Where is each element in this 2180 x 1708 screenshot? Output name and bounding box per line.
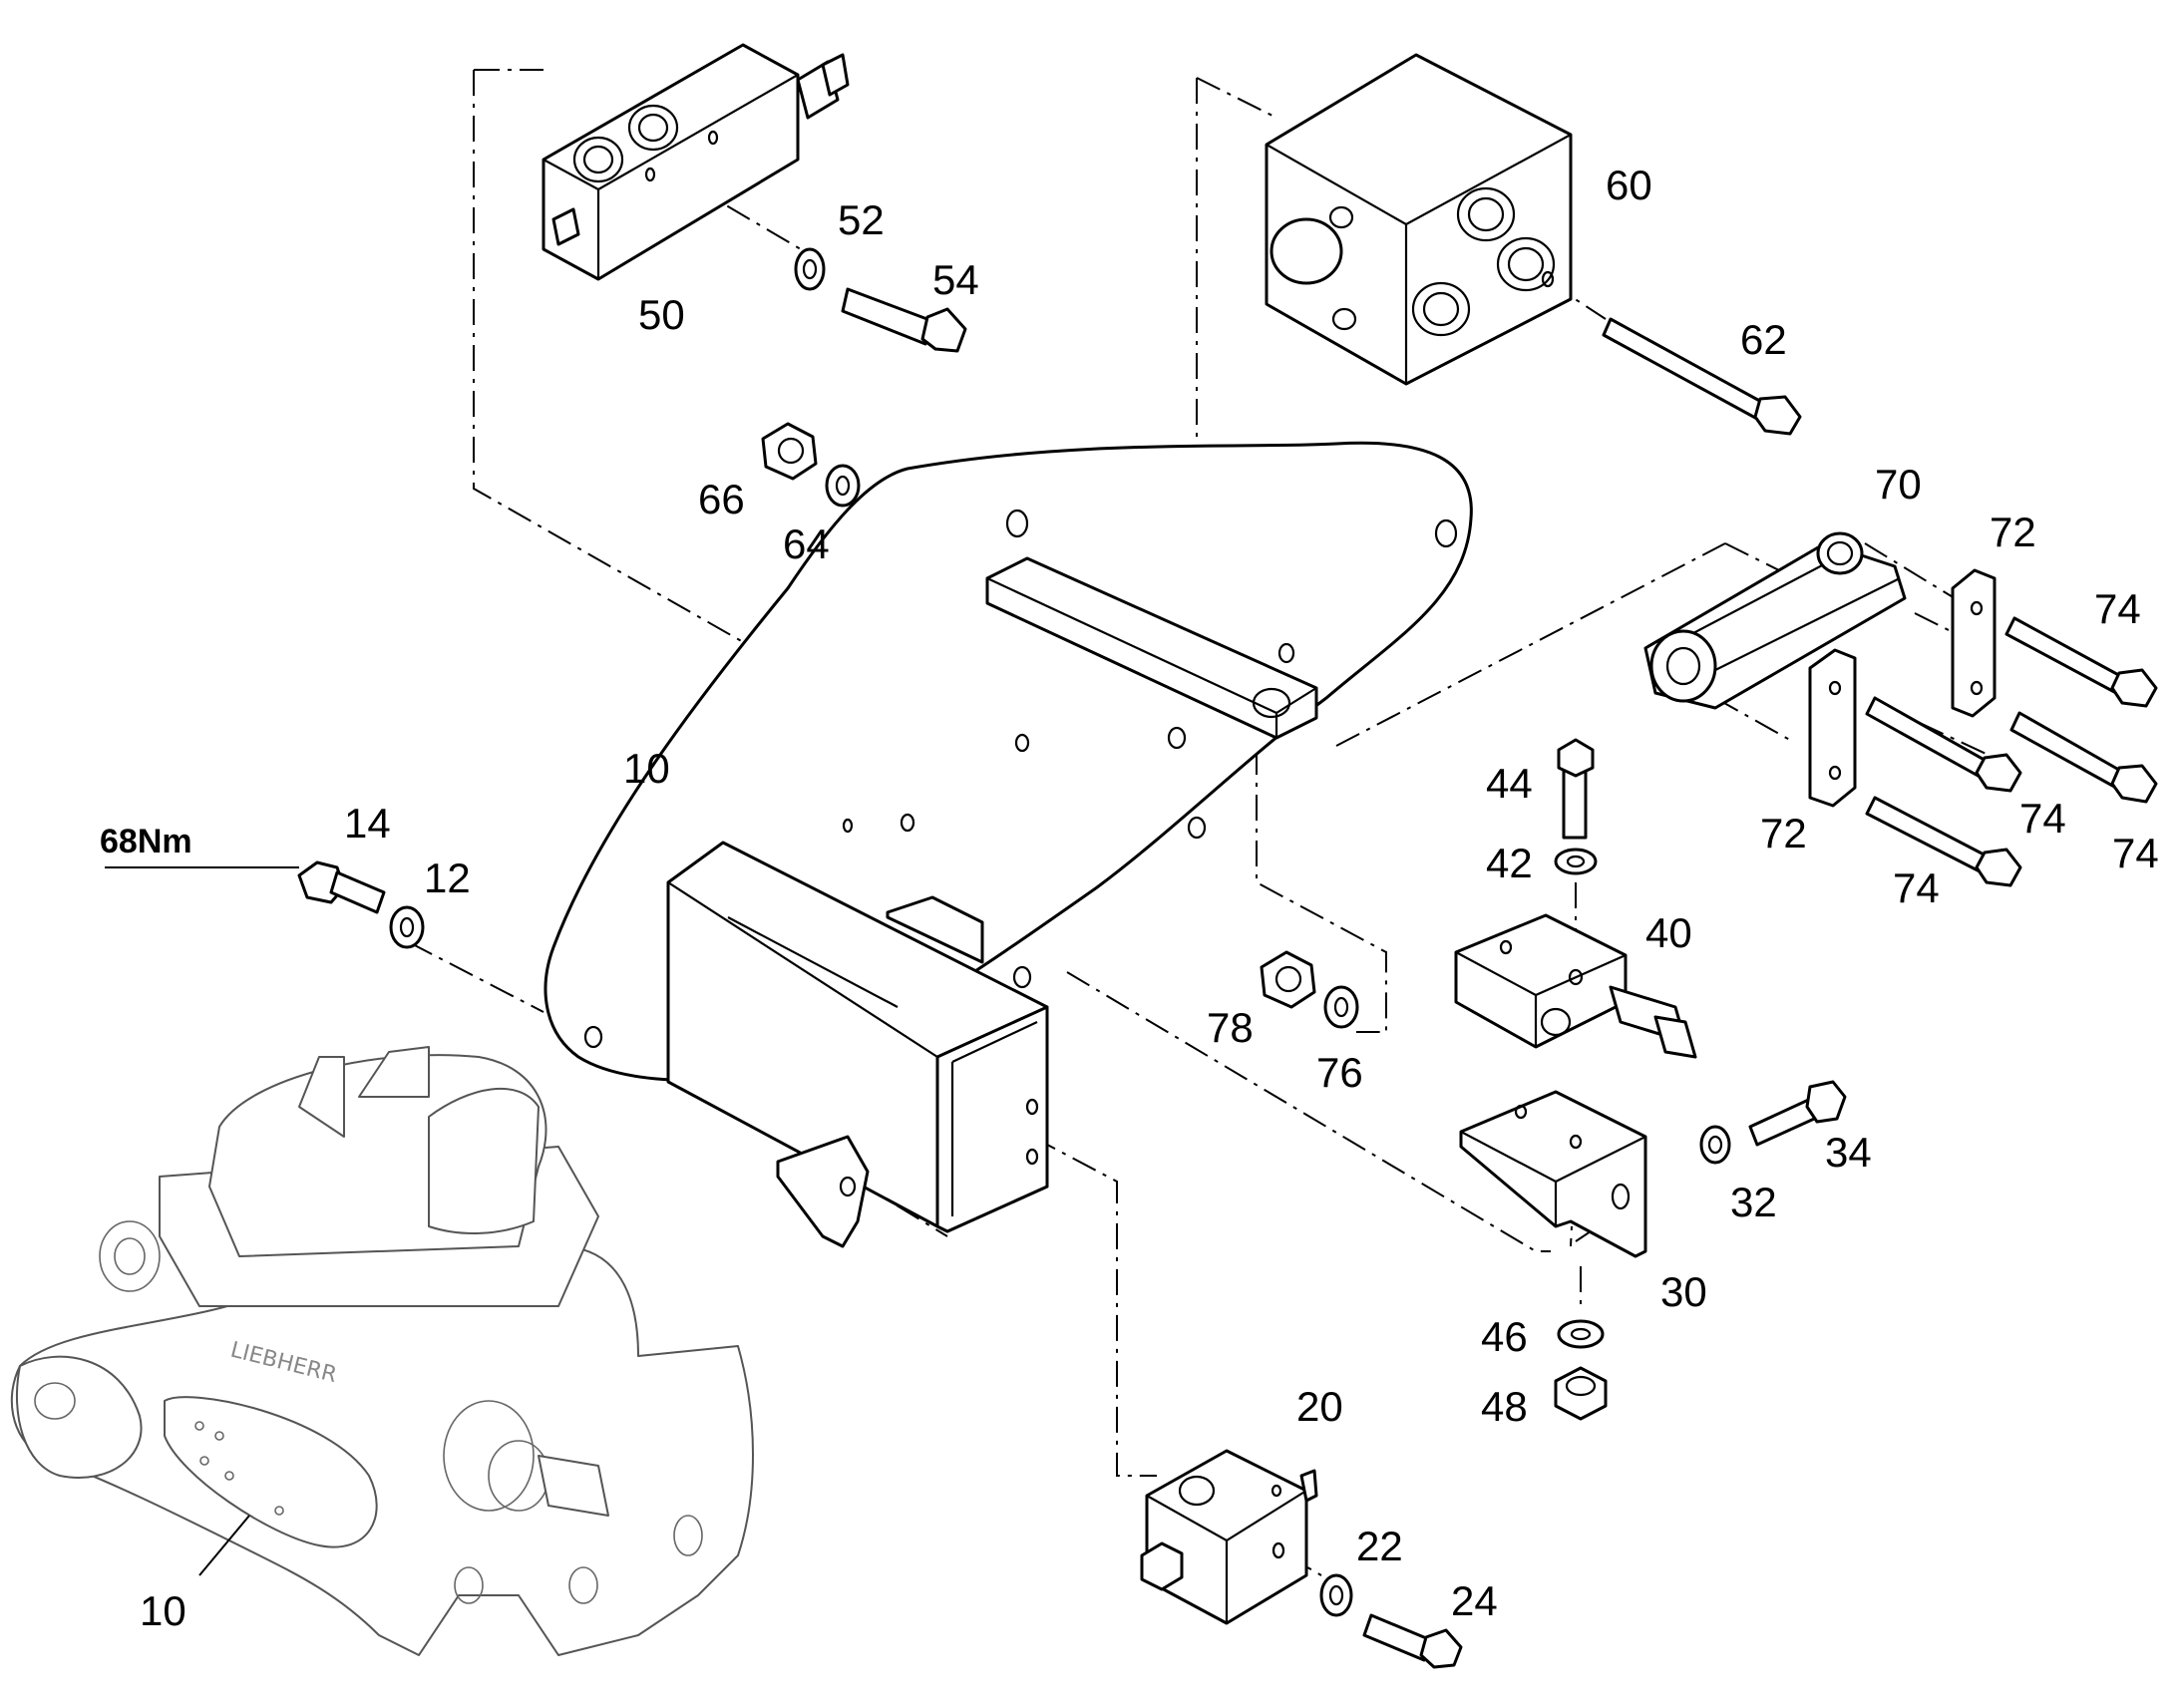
callout-50: 50 [638,291,685,338]
callout-24: 24 [1451,1577,1498,1624]
mounting-plate [544,441,1473,1248]
callout-74-b: 74 [2019,795,2066,842]
callout-76: 76 [1316,1049,1363,1096]
bolt-34 [1748,1080,1847,1147]
callout-12: 12 [424,854,471,901]
washer-42 [1554,848,1598,875]
bracket-72-upper [1951,568,1997,718]
bolt-62 [1602,317,1802,436]
callout-52: 52 [838,196,885,243]
bolt-44 [1557,738,1595,840]
manifold-70 [1643,531,1907,710]
callout-54: 54 [932,256,979,303]
callout-labels: 68Nm 10 10 12 14 20 22 24 30 32 34 40 42… [100,162,2159,1634]
washer-76 [1323,985,1359,1029]
callout-40: 40 [1645,909,1692,956]
callout-72-lower: 72 [1760,810,1807,856]
machine-overview-illustration: LIEBHERR [10,1046,754,1656]
callout-78: 78 [1207,1004,1254,1051]
bolt-24 [1362,1613,1463,1669]
bolt-14 [297,860,386,914]
callout-14: 14 [344,800,391,847]
bracket-72-lower [1808,648,1857,808]
washer-12 [389,905,425,949]
callout-10-overview: 10 [140,1587,186,1634]
valve-block-60 [1265,53,1573,386]
callout-48: 48 [1481,1383,1528,1430]
callout-62: 62 [1740,316,1787,363]
callout-34: 34 [1825,1129,1872,1176]
valve-40 [1454,913,1697,1059]
angle-bracket-30 [1459,1090,1647,1258]
washer-32 [1699,1125,1731,1165]
torque-note: 68Nm [100,823,192,860]
callout-74-d: 74 [1893,864,1940,911]
callout-32: 32 [1730,1179,1777,1225]
callout-42: 42 [1486,840,1533,886]
callout-70: 70 [1875,461,1922,508]
bolts-74 [1865,616,2158,887]
callout-74-a: 74 [2094,585,2141,632]
callout-46: 46 [1481,1313,1528,1360]
nut-48 [1554,1366,1608,1421]
nut-66 [761,422,818,481]
callout-20: 20 [1296,1383,1343,1430]
callout-30: 30 [1660,1268,1707,1315]
washer-46 [1557,1319,1605,1349]
callout-64: 64 [783,520,830,567]
valve-block-50 [542,43,850,281]
washer-22 [1319,1573,1353,1617]
callout-72-upper: 72 [1990,509,2036,555]
callout-60: 60 [1606,162,1652,208]
washer-52 [794,247,826,291]
valve-block-20 [1140,1449,1318,1625]
nut-78 [1260,950,1316,1009]
callout-44: 44 [1486,760,1533,807]
bolt-54 [841,287,967,353]
callout-10-plate: 10 [623,745,670,792]
callout-66: 66 [698,476,745,522]
washer-64 [825,464,861,508]
callout-74-c: 74 [2112,830,2159,876]
callout-22: 22 [1356,1523,1403,1569]
